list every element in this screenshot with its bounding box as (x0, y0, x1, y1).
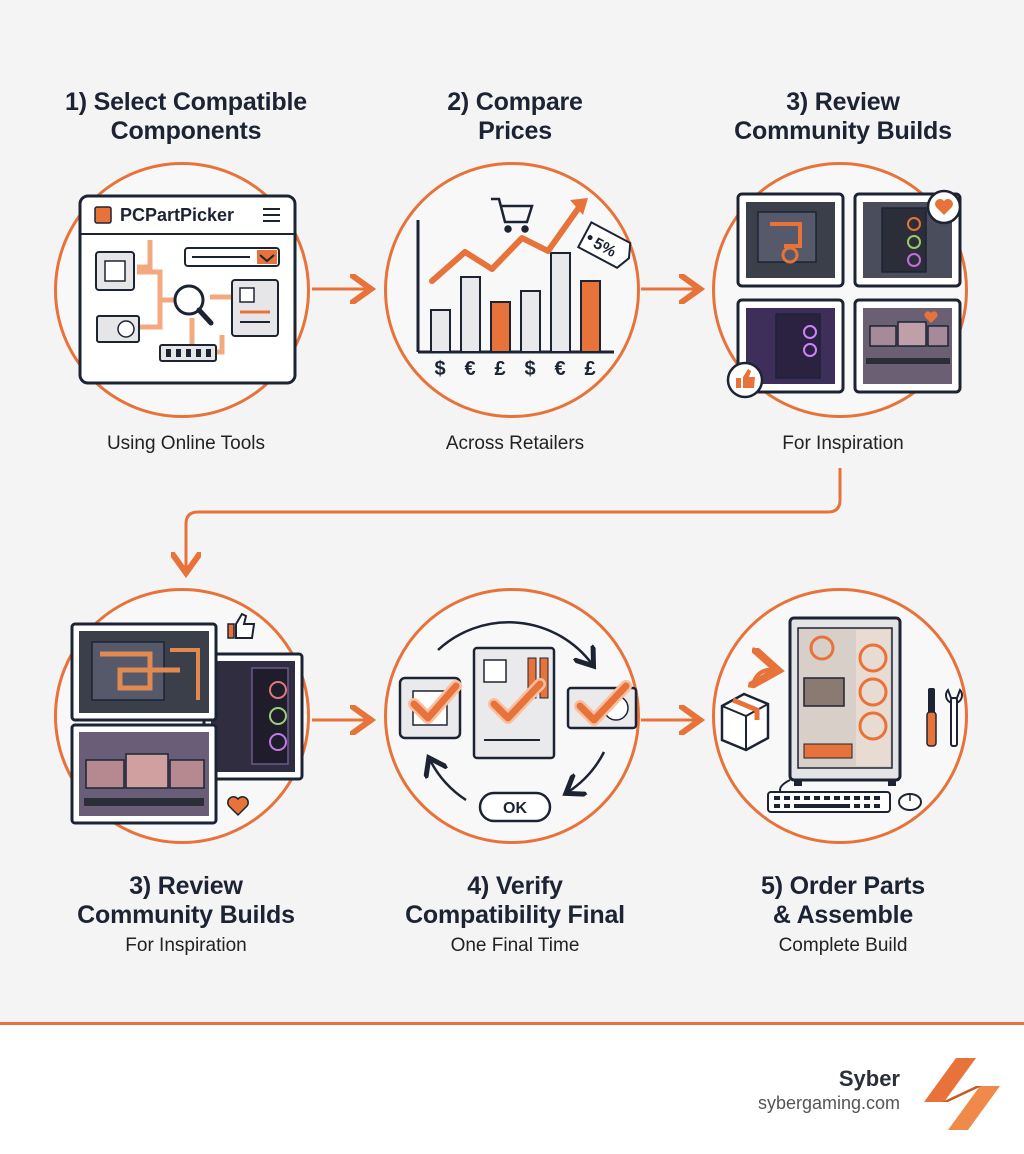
magnifier-icon (173, 284, 214, 326)
assembled-pc (720, 616, 963, 813)
cycle-arrow (437, 621, 592, 664)
cycle-arrow (568, 751, 606, 792)
community-builds-grid (726, 189, 962, 399)
price-bar (550, 252, 571, 353)
build-thumbnail (853, 298, 962, 394)
price-bar (580, 280, 601, 353)
cpu-icon (95, 251, 135, 291)
illustrations: 5% $ € £ $ € £ (70, 189, 963, 825)
step-5-title: 4) Verify Compatibility Final (405, 872, 625, 929)
wrench-icon (945, 688, 963, 747)
check-icon (488, 678, 546, 724)
curved-arrow (752, 670, 774, 688)
brand-name: Syber (838, 1066, 900, 1091)
build-thumbnail (70, 622, 218, 722)
logo-cube-icon (94, 206, 112, 224)
brand-logo-icon (924, 1058, 1000, 1130)
motherboard-icon (231, 279, 279, 337)
box-icon (720, 692, 770, 752)
currency-symbol: $ (434, 358, 445, 380)
step-2-subtitle: Across Retailers (445, 433, 585, 454)
screwdriver-icon (926, 688, 937, 747)
step-2-title: 2) Compare Prices (447, 88, 583, 145)
thumbs-up-icon (726, 361, 764, 399)
footer-divider (0, 1022, 1024, 1025)
keyboard-icon (767, 791, 891, 813)
check-icon (574, 680, 632, 726)
step-1-subtitle: Using Online Tools (106, 433, 266, 454)
build-thumbnail (202, 652, 304, 781)
tool-window (78, 194, 297, 385)
thumbs-up-icon (227, 612, 256, 639)
brand-block: Syber sybergaming.com (758, 1066, 900, 1114)
ok-label: OK (503, 800, 527, 817)
price-tag-icon: 5% (576, 221, 632, 269)
footer (0, 1025, 1024, 1154)
step-3-title: 3) Review Community Builds (734, 88, 952, 145)
currency-symbol: € (554, 358, 565, 380)
step-1-title: 1) Select Compatible Components (65, 88, 307, 145)
currency-symbol: $ (524, 358, 535, 380)
shopping-cart-icon (491, 197, 534, 233)
flow-arrows (186, 289, 842, 720)
check-icon (408, 680, 462, 724)
heart-icon (227, 796, 249, 817)
price-chart: 5% $ € £ $ € £ (416, 197, 632, 380)
step-3-subtitle: For Inspiration (782, 433, 904, 454)
cycle-arrow (430, 760, 467, 802)
price-bar (490, 301, 511, 353)
ok-button (478, 791, 552, 823)
brand-url[interactable]: sybergaming.com (757, 1093, 900, 1113)
community-builds-stack (70, 612, 304, 825)
heart-icon (924, 311, 938, 323)
step-6-subtitle: Complete Build (778, 935, 908, 956)
build-thumbnail (736, 192, 845, 288)
verify-compatibility: OK (398, 621, 638, 823)
step-4-subtitle: For Inspiration (125, 935, 247, 956)
currency-symbol: £ (584, 358, 595, 380)
currency-symbol: £ (494, 358, 505, 380)
menu-icon (263, 208, 280, 222)
price-bar (430, 309, 451, 353)
trend-line (429, 203, 583, 284)
step-4-title: 3) Review Community Builds (77, 872, 295, 929)
build-thumbnail (70, 723, 218, 825)
gpu-icon (96, 315, 140, 343)
step-5-subtitle: One Final Time (450, 935, 580, 956)
fan-icon (809, 635, 888, 741)
price-bar (460, 276, 481, 353)
step-6-title: 5) Order Parts & Assemble (761, 872, 925, 929)
ram-icon (159, 344, 217, 362)
heart-icon (926, 189, 962, 225)
mouse-icon (898, 793, 922, 811)
currency-symbol: € (464, 358, 475, 380)
price-bar (520, 290, 541, 353)
build-thumbnail (853, 192, 962, 288)
tool-app-name: PCPartPicker (120, 205, 234, 225)
